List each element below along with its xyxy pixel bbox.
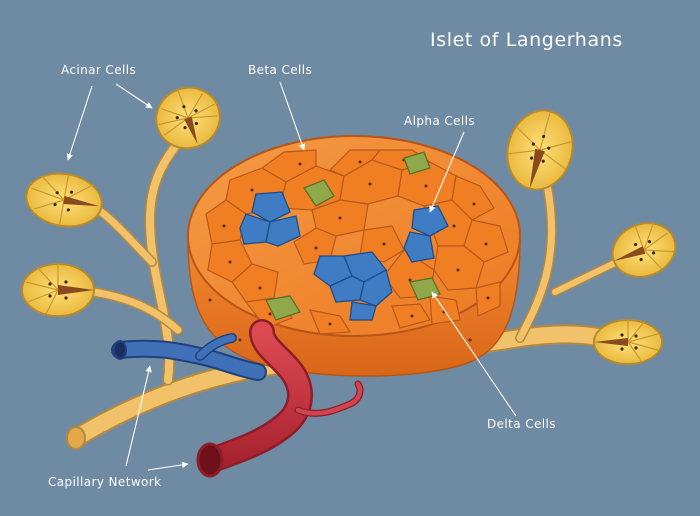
diagram-title: Islet of Langerhans [430, 29, 623, 51]
alpha-cell [251, 191, 291, 223]
delta-cell [265, 295, 301, 321]
alpha-cell [349, 301, 377, 321]
vein-opening [113, 340, 127, 360]
blood-vessels [111, 319, 364, 478]
alpha-cell [359, 269, 393, 307]
alpha-cell [265, 215, 301, 247]
acinus-top-left [155, 86, 221, 150]
leader-acinar-2 [66, 85, 93, 161]
label-acinar-cells: Acinar Cells [61, 63, 137, 77]
delta-cell [403, 151, 431, 175]
acinus-left-middle [25, 172, 103, 228]
delta-cells [265, 151, 441, 321]
leader-acinar-1 [115, 83, 153, 109]
acinus-right-lower [593, 319, 663, 365]
leader-capillary-1 [125, 365, 152, 467]
leader-alpha [429, 131, 465, 213]
acinus-left-lower [21, 263, 95, 317]
label-beta-cells: Beta Cells [248, 63, 313, 77]
leader-beta [279, 81, 306, 151]
leader-delta [431, 291, 517, 417]
delta-cell [303, 179, 335, 207]
alpha-cells [239, 191, 449, 321]
alpha-cell [403, 231, 435, 263]
leader-lines [66, 81, 517, 471]
acinar-clusters [21, 86, 677, 365]
label-alpha-cells: Alpha Cells [404, 114, 476, 128]
leader-capillary-2 [147, 461, 189, 471]
label-capillary-network: Capillary Network [48, 475, 162, 489]
cell-nuclei [208, 158, 490, 342]
alpha-cell [239, 213, 271, 245]
label-delta-cells: Delta Cells [487, 417, 556, 431]
islet-body [187, 135, 521, 377]
acinus-top-right [506, 109, 574, 191]
artery-opening [196, 442, 224, 478]
acinus-right-middle [611, 222, 677, 278]
